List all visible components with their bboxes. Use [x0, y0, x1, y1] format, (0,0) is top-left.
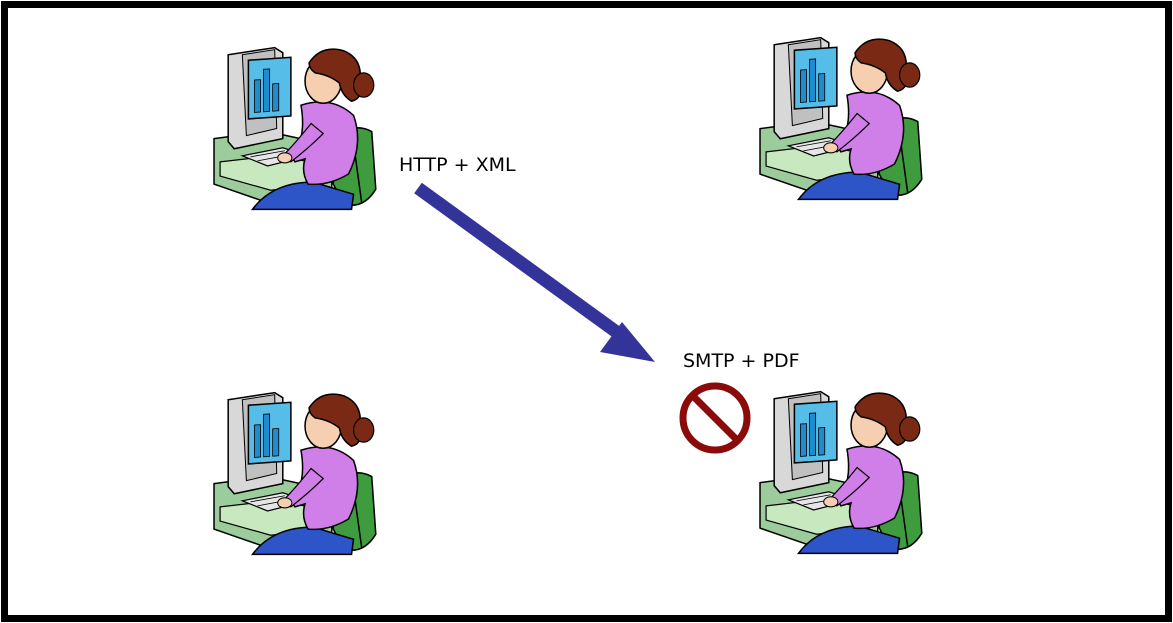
prohibited-icon [679, 382, 751, 454]
annotation-label-smtp-pdf: SMTP + PDF [683, 350, 800, 372]
arrow-http-xml [414, 182, 655, 362]
edge-label-http-xml: HTTP + XML [399, 154, 516, 176]
